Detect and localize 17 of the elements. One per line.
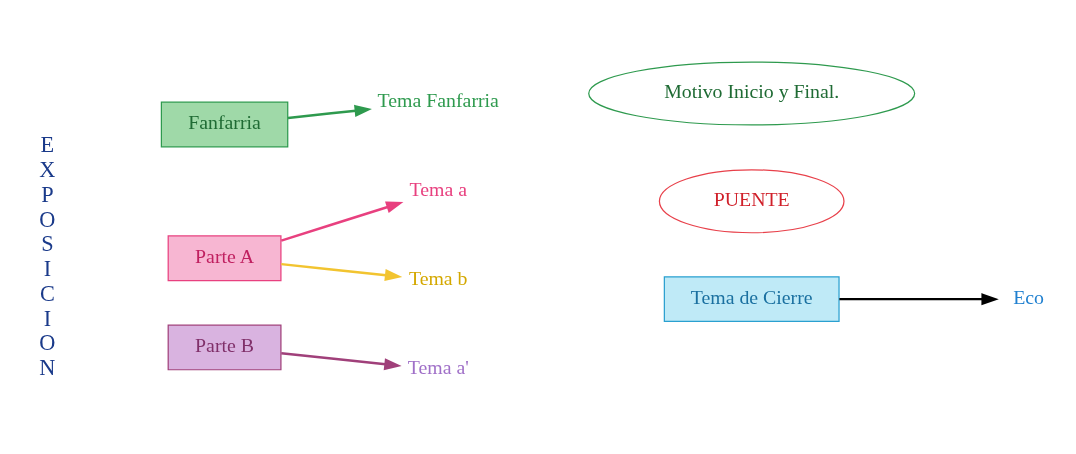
node-text: Tema b [408,267,468,290]
node-ellipse: Motivo Inicio y Final. [588,61,916,126]
arrow [287,104,372,120]
node-ellipse: PUENTE [658,169,845,234]
node-text: Tema Fanfarria [377,88,499,111]
arrow [281,262,403,282]
node-text: Eco [1013,285,1044,308]
node-text: Tema a [409,178,467,201]
node-box: Parte B [167,324,282,371]
node-box: Parte A [167,235,282,282]
label: E X P O S I C I O N [39,132,56,381]
node-box: Fanfarria [160,101,289,148]
node-text: Tema a' [407,356,469,379]
node-box: Tema de Cierre [663,276,840,323]
arrow [280,201,404,242]
arrow [839,293,999,306]
arrow [281,352,402,371]
